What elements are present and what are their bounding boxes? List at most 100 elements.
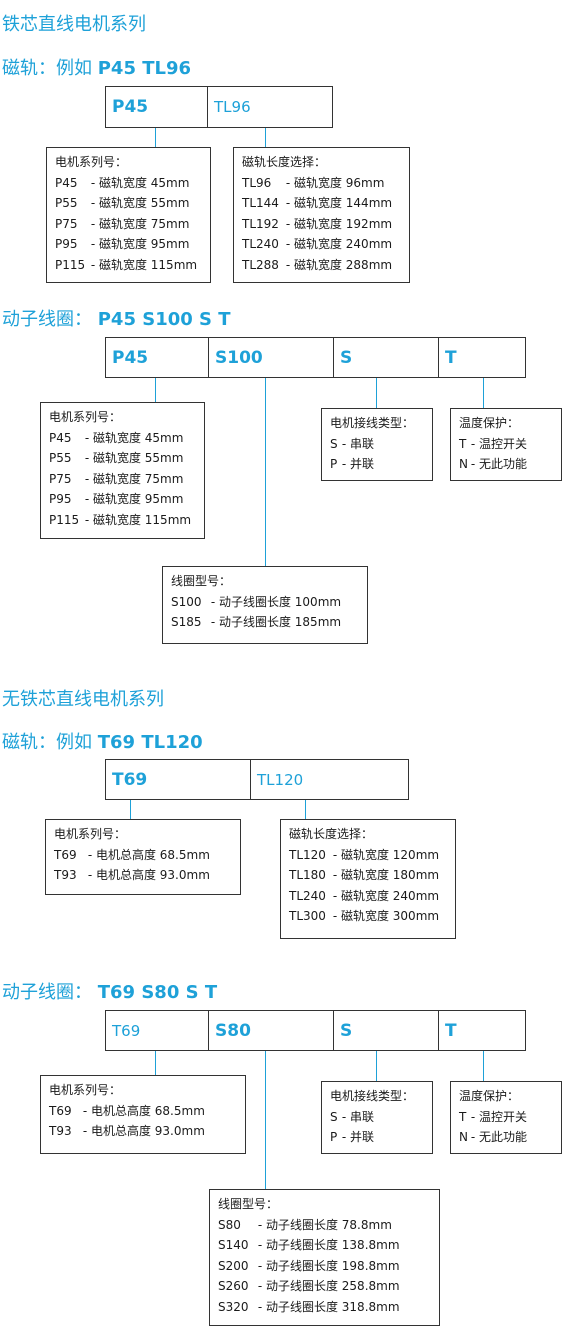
list-item: S - 串联 [330,1109,374,1124]
iron-coil-label: 动子线圈： [2,309,92,330]
box-title: 温度保护： [459,1089,520,1103]
iron-coil-wiring-box: 电机接线类型： S - 串联 P - 并联 [321,408,433,481]
list-item: S200 - 动子线圈长度 198.8mm [218,1258,400,1273]
list-item: T - 温控开关 [459,1109,527,1124]
list-item: TL240 - 磁轨宽度 240mm [289,888,440,903]
box-title: 电机接线类型： [330,1089,415,1103]
list-item: P55 - 磁轨宽度 55mm [49,451,184,466]
list-item: TL96 - 磁轨宽度 96mm [242,175,385,190]
list-item: P - 并联 [330,457,374,472]
box-title: 磁轨长度选择： [242,155,327,169]
iron-magnet-heading: 磁轨：例如 P45 TL96 [2,54,191,80]
connector-line [155,378,156,402]
box-title: 线圈型号： [218,1197,279,1211]
box-title: 电机系列号： [49,410,122,424]
box-title: 电机系列号： [54,827,127,841]
iron-coil-model-box: 线圈型号： S100 - 动子线圈长度 100mm S185 - 动子线圈长度 … [162,566,368,644]
box-title: 线圈型号： [171,574,232,588]
connector-line [265,378,266,566]
ironless-magnet-series-box: 电机系列号： T69 - 电机总高度 68.5mm T93 - 电机总高度 93… [45,819,241,895]
list-item: T93 - 电机总高度 93.0mm [49,1124,205,1139]
ironless-coil-label: 动子线圈： [2,982,92,1003]
connector-line [155,128,156,147]
ironless-coil-example: T69 S80 S T [97,982,218,1003]
list-item: S185 - 动子线圈长度 185mm [171,615,342,630]
ironless-coil-wiring-box: 电机接线类型： S - 串联 P - 并联 [321,1081,433,1154]
ironless-magnet-label: 磁轨：例如 [2,732,92,753]
ironless-magnet-example: T69 TL120 [97,732,203,753]
ironless-coil-cell-coil: S80 [208,1010,334,1051]
list-item: S100 - 动子线圈长度 100mm [171,594,342,609]
box-title: 磁轨长度选择： [289,827,374,841]
box-title: 电机系列号： [55,155,128,169]
ironless-coil-cell-series: T69 [105,1010,209,1051]
list-item: S320 - 动子线圈长度 318.8mm [218,1299,400,1314]
connector-line [130,800,131,819]
connector-line [265,1051,266,1189]
list-item: TL300 - 磁轨宽度 300mm [289,909,440,924]
ironless-coil-cell-wiring: S [333,1010,439,1051]
connector-line [376,378,377,408]
box-title: 电机接线类型： [330,416,415,430]
list-item: P115 - 磁轨宽度 115mm [49,512,192,527]
iron-core-heading: 铁芯直线电机系列 [2,14,146,35]
iron-coil-cell-wiring: S [333,337,439,378]
list-item: S140 - 动子线圈长度 138.8mm [218,1238,400,1253]
list-item: P95 - 磁轨宽度 95mm [49,492,184,507]
connector-line [305,800,306,819]
list-item: T69 - 电机总高度 68.5mm [49,1103,205,1118]
connector-line [483,378,484,408]
connector-line [483,1051,484,1081]
ironless-coil-temp-box: 温度保护： T - 温控开关 N - 无此功能 [450,1081,562,1154]
list-item: P115 - 磁轨宽度 115mm [55,257,198,272]
iron-magnet-example: P45 TL96 [97,58,192,79]
list-item: S260 - 动子线圈长度 258.8mm [218,1279,400,1294]
box-title: 电机系列号： [49,1083,122,1097]
iron-coil-series-box: 电机系列号： P45 - 磁轨宽度 45mm P55 - 磁轨宽度 55mm P… [40,402,205,539]
list-item: S - 串联 [330,436,374,451]
iron-coil-temp-box: 温度保护： T - 温控开关 N - 无此功能 [450,408,562,481]
iron-coil-cell-series: P45 [105,337,209,378]
ironless-heading: 无铁芯直线电机系列 [2,689,164,710]
list-item: TL192 - 磁轨宽度 192mm [242,216,393,231]
iron-magnet-series-box: 电机系列号： P45 - 磁轨宽度 45mm P55 - 磁轨宽度 55mm P… [46,147,211,283]
list-item: T - 温控开关 [459,436,527,451]
iron-coil-cell-temp: T [438,337,526,378]
ironless-magnet-heading: 磁轨：例如 T69 TL120 [2,728,203,754]
list-item: P95 - 磁轨宽度 95mm [55,237,190,252]
list-item: S80 - 动子线圈长度 78.8mm [218,1217,392,1232]
connector-line [265,128,266,147]
list-item: T93 - 电机总高度 93.0mm [54,868,210,883]
connector-line [376,1051,377,1081]
list-item: TL240 - 磁轨宽度 240mm [242,237,393,252]
list-item: TL144 - 磁轨宽度 144mm [242,196,393,211]
list-item: P75 - 磁轨宽度 75mm [55,216,190,231]
iron-magnet-cell-length: TL96 [207,86,333,128]
iron-coil-heading: 动子线圈： P45 S100 S T [2,305,231,331]
iron-magnet-length-box: 磁轨长度选择： TL96 - 磁轨宽度 96mm TL144 - 磁轨宽度 14… [233,147,410,283]
iron-magnet-cell-series: P45 [105,86,208,128]
list-item: TL180 - 磁轨宽度 180mm [289,868,440,883]
ironless-magnet-length-box: 磁轨长度选择： TL120 - 磁轨宽度 120mm TL180 - 磁轨宽度 … [280,819,456,939]
list-item: TL120 - 磁轨宽度 120mm [289,847,440,862]
list-item: P - 并联 [330,1130,374,1145]
list-item: P45 - 磁轨宽度 45mm [55,175,190,190]
ironless-coil-heading: 动子线圈： T69 S80 S T [2,978,217,1004]
iron-coil-example: P45 S100 S T [97,309,231,330]
ironless-coil-cell-temp: T [438,1010,526,1051]
iron-magnet-label: 磁轨：例如 [2,58,92,79]
list-item: TL288 - 磁轨宽度 288mm [242,257,393,272]
ironless-magnet-cell-series: T69 [105,759,251,800]
ironless-magnet-cell-length: TL120 [250,759,409,800]
list-item: N - 无此功能 [459,1130,527,1145]
list-item: N - 无此功能 [459,457,527,472]
list-item: T69 - 电机总高度 68.5mm [54,847,210,862]
list-item: P45 - 磁轨宽度 45mm [49,430,184,445]
iron-coil-cell-coil: S100 [208,337,334,378]
list-item: P55 - 磁轨宽度 55mm [55,196,190,211]
ironless-coil-model-box: 线圈型号： S80 - 动子线圈长度 78.8mm S140 - 动子线圈长度 … [209,1189,440,1326]
ironless-coil-series-box: 电机系列号： T69 - 电机总高度 68.5mm T93 - 电机总高度 93… [40,1075,246,1154]
list-item: P75 - 磁轨宽度 75mm [49,471,184,486]
connector-line [155,1051,156,1075]
box-title: 温度保护： [459,416,520,430]
